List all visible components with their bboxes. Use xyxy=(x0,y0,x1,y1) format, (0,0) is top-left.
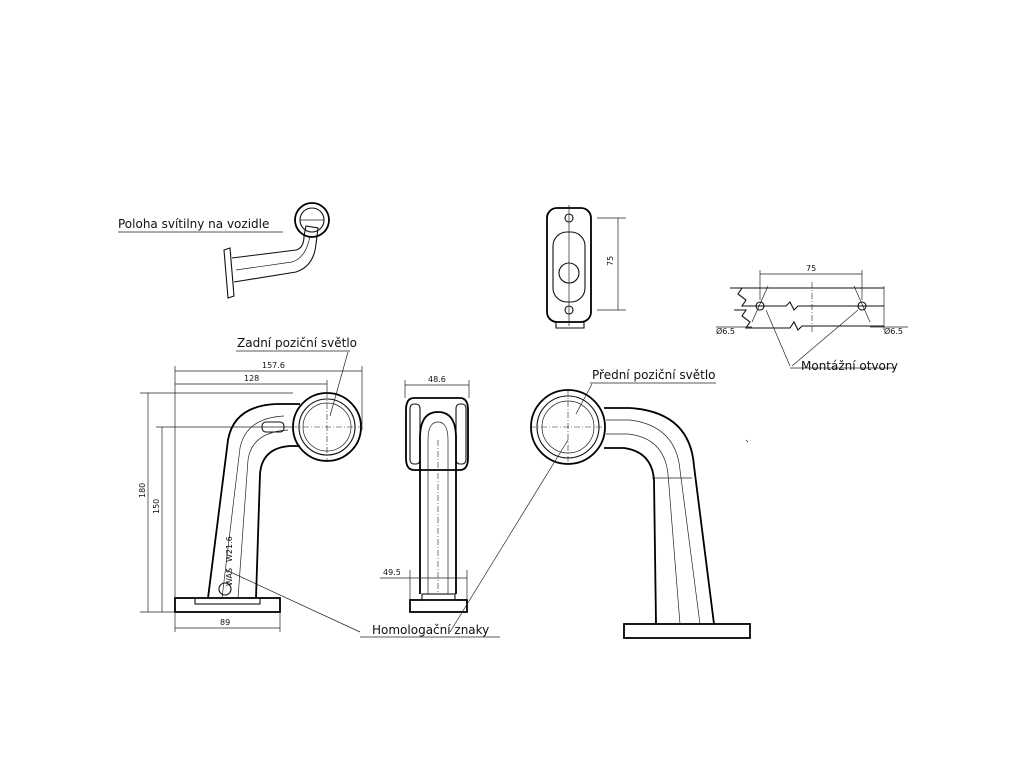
iso-lamp-outer xyxy=(294,202,330,238)
panel-bottom-edge xyxy=(734,309,884,331)
mounting-leader-2 xyxy=(791,309,859,367)
mark-w216: W21.6 xyxy=(225,536,234,562)
rear-base xyxy=(174,597,281,613)
label-front-position-light: Přední poziční světlo xyxy=(592,368,716,382)
front-label-leader xyxy=(575,383,593,415)
homologation-callout: Homologační znaky xyxy=(225,439,569,638)
mounting-holes-view: 75 Ø6.5 Ø6.5 Montážní otvory xyxy=(716,264,908,373)
rear-label-leader xyxy=(329,351,349,417)
hole-right xyxy=(857,301,867,311)
side-lens-left xyxy=(409,403,421,465)
front-base xyxy=(623,623,751,639)
front-stem-inner xyxy=(604,447,657,625)
rear-base-step xyxy=(194,597,261,605)
rear-screw xyxy=(218,582,232,596)
rear-light-view: WAS W21.6 157.6 128 180 150 89 Zadní poz… xyxy=(138,336,363,632)
vehicle-position-view: Poloha svítilny na vozidle xyxy=(118,202,330,299)
dim-hole-spacing: 75 xyxy=(806,264,816,273)
hole-right-leader xyxy=(853,285,871,323)
front-tick xyxy=(745,439,749,443)
hole-left-leader xyxy=(751,285,769,323)
label-position-on-vehicle: Poloha svítilny na vozidle xyxy=(118,217,269,231)
panel-top-edge xyxy=(730,287,884,311)
side-base xyxy=(409,599,468,613)
front-light-view: Přední poziční světlo xyxy=(530,368,751,639)
dim-base-width: 89 xyxy=(220,618,230,627)
mounting-leader-1 xyxy=(765,309,791,367)
rear-stem-line-2 xyxy=(237,429,289,599)
iso-plate xyxy=(223,247,235,299)
side-base-step xyxy=(421,593,456,601)
side-stem-inner xyxy=(427,421,449,594)
label-homologation-marks: Homologační znaky xyxy=(372,623,489,637)
side-lamp-body xyxy=(405,397,469,471)
front-stem-line-1 xyxy=(606,419,701,625)
homologation-leader-left xyxy=(225,569,361,633)
homologation-leader-right xyxy=(449,439,569,633)
hole-left xyxy=(755,301,765,311)
dim-height-total: 180 xyxy=(138,483,147,498)
iso-arm xyxy=(231,225,319,283)
side-lens-right xyxy=(455,403,467,465)
dim-width-total: 157.6 xyxy=(262,361,285,370)
dim-side-width: 48.6 xyxy=(428,375,446,384)
iso-arm-inner xyxy=(235,235,311,271)
rear-stem-inner xyxy=(255,445,300,599)
label-mounting-holes: Montážní otvory xyxy=(801,359,898,373)
bracket-back-view: 75 xyxy=(546,205,626,329)
bracket-foot xyxy=(555,322,585,329)
label-rear-position-light: Zadní poziční světlo xyxy=(237,336,357,350)
front-stem-outer xyxy=(604,407,715,625)
dim-side-base: 49.5 xyxy=(383,568,401,577)
side-view: 48.6 49.5 xyxy=(380,375,470,613)
side-stem xyxy=(419,411,457,594)
rear-stem-outer xyxy=(207,403,300,599)
dim-bracket-height: 75 xyxy=(606,256,615,266)
mark-was: WAS xyxy=(225,568,234,586)
front-stem-line-2 xyxy=(606,433,681,625)
dim-width-arm: 128 xyxy=(244,374,259,383)
dim-height-arm: 150 xyxy=(152,499,161,514)
dim-hole-left: Ø6.5 xyxy=(716,326,735,336)
dim-hole-right: Ø6.5 xyxy=(884,326,903,336)
